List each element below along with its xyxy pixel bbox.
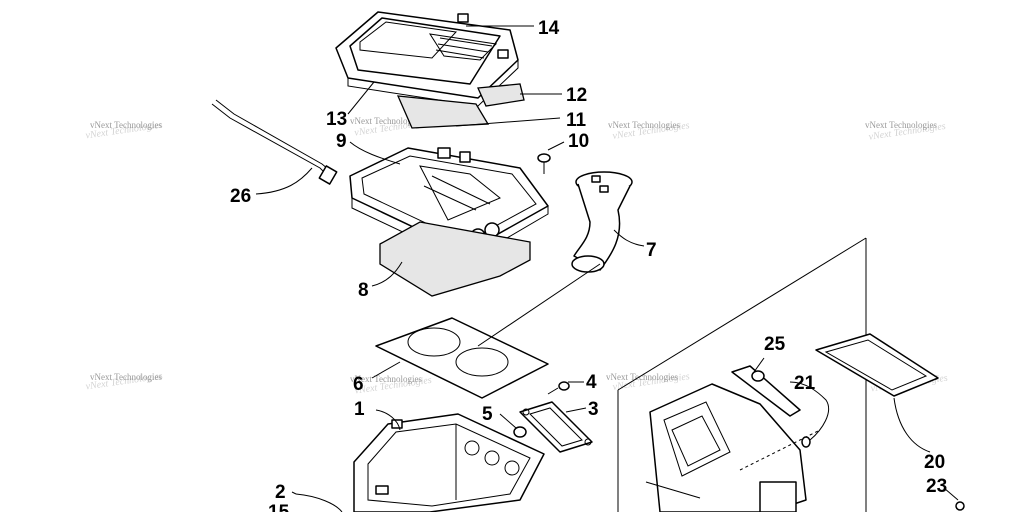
gasket-plate-part	[375, 317, 549, 399]
callout-15: 15	[268, 502, 290, 512]
callout-20: 20	[924, 452, 945, 473]
callout-7: 7	[646, 240, 657, 261]
foam-pad-12-part	[477, 83, 525, 107]
grommet-part	[513, 426, 527, 438]
callout-2: 2	[275, 482, 286, 503]
gasket-ring-part	[815, 333, 939, 397]
foam-pad-11-part	[396, 95, 490, 129]
callout-8: 8	[358, 280, 369, 301]
assembly-line	[477, 263, 601, 347]
bracket-plate-part	[519, 401, 593, 453]
watermark-text: vNext Technologies	[90, 120, 162, 130]
callouts: 14 12 13 11 9 10 26 7 8 25 21 4 6 1 5 3 …	[230, 18, 947, 512]
leader-lines	[255, 25, 959, 501]
callout-9: 9	[336, 131, 347, 152]
callout-6: 6	[353, 374, 364, 395]
lower-airbox-part	[353, 413, 545, 512]
watermark-text: vNext Technologies	[90, 372, 162, 382]
callout-14: 14	[538, 18, 560, 39]
callout-3: 3	[588, 399, 599, 420]
callout-26: 26	[230, 186, 251, 207]
small-nut-part	[955, 501, 965, 511]
snorkel-duct-part	[645, 383, 821, 512]
screw-part	[537, 153, 551, 174]
airbox-cover-part	[335, 11, 519, 107]
nut-part	[801, 436, 811, 448]
watermark-text: vNext Technologies	[865, 120, 937, 130]
callout-23: 23	[926, 476, 947, 497]
callout-5: 5	[482, 404, 493, 425]
callout-10: 10	[568, 131, 589, 152]
clamp-plate-part	[731, 365, 801, 417]
callout-25: 25	[764, 334, 786, 355]
callout-21: 21	[794, 373, 816, 394]
callout-13: 13	[326, 109, 347, 130]
hose-part	[295, 493, 343, 512]
callout-11: 11	[566, 110, 587, 131]
foam-pad-8-part	[379, 221, 531, 297]
watermark-text: vNext Technologies	[606, 372, 678, 382]
callout-4: 4	[586, 372, 597, 393]
intake-elbow-part	[571, 171, 633, 273]
callout-1: 1	[354, 399, 365, 420]
watermark-text: vNext Technologies	[350, 374, 422, 384]
watermark-text: vNext Technologies	[350, 116, 422, 126]
strap-part	[211, 99, 338, 185]
callout-12: 12	[566, 85, 587, 106]
watermark-text: vNext Technologies	[608, 120, 680, 130]
bolt-part	[547, 381, 570, 395]
